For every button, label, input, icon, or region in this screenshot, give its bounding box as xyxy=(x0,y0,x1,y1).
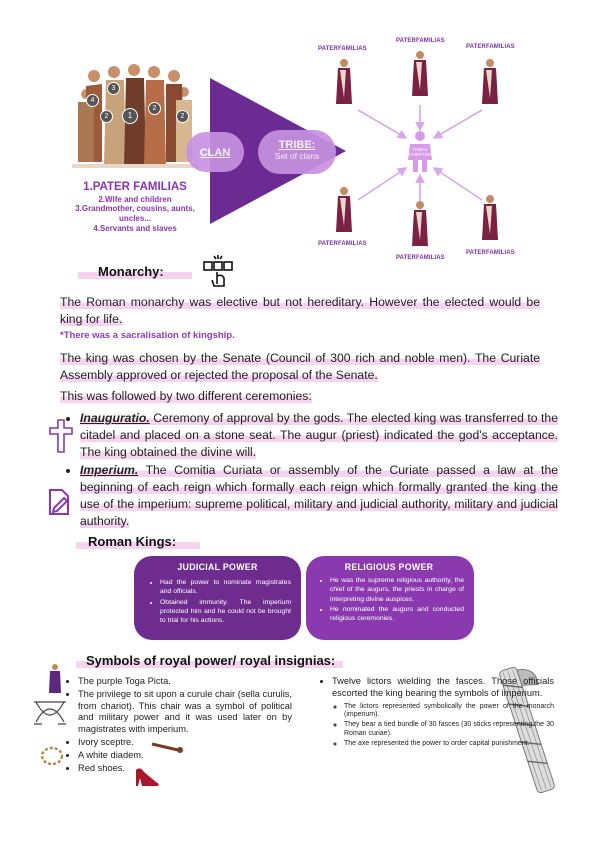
symbols-heading: Symbols of royal power/ royal insignias: xyxy=(76,653,344,668)
paterfamilias-figure-icon xyxy=(410,50,430,105)
monarchy-paragraph-3: This was followed by two different cerem… xyxy=(60,388,540,405)
family-badge: 3 xyxy=(107,82,120,95)
paterfamilias-label: PATERFAMILIAS xyxy=(318,46,367,52)
judicial-power-item: Had the power to nominate magistrates an… xyxy=(160,578,291,597)
paterfamilias-label: PATERFAMILIAS xyxy=(318,241,367,247)
paterfamilias-figure-icon xyxy=(480,194,500,249)
monarchy-p2-text: The king was chosen by the Senate (Counc… xyxy=(60,351,540,382)
lictors-item: Twelve lictors wielding the fasces. Thos… xyxy=(332,676,554,749)
family-list: 1.PATER FAMILIAS 2.Wife and children 3.G… xyxy=(60,181,210,233)
family-list-item: 2.Wife and children xyxy=(98,195,172,204)
family-list-item: 4.Servants and slaves xyxy=(93,224,177,233)
curule-chair-icon xyxy=(30,692,70,728)
ceremony-term: Inauguratio. xyxy=(80,411,150,425)
vote-hand-icon xyxy=(202,254,234,288)
paterfamilias-label: PATERFAMILIAS xyxy=(466,250,515,256)
symbols-left-list: The purple Toga Picta. The privilege to … xyxy=(64,676,292,775)
paterfamilias-figure-icon xyxy=(410,200,430,255)
sceptre-icon xyxy=(150,740,184,754)
paterfamilias-label: PATERFAMILIAS xyxy=(466,44,515,50)
red-shoe-icon xyxy=(134,764,162,788)
religious-power-item: He was the supreme religious authority, … xyxy=(330,576,464,604)
religious-power-title: RELIGIOUS POWER xyxy=(344,562,434,572)
ceremony-item: Inauguratio. Ceremony of approval by the… xyxy=(80,410,558,461)
tribe-title: TRIBE: xyxy=(278,139,316,151)
lictors-sublist: The lictors represented symbolically the… xyxy=(332,703,554,749)
religious-power-box: RELIGIOUS POWER He was the supreme relig… xyxy=(306,556,474,640)
ceremony-list: Inauguratio. Ceremony of approval by the… xyxy=(62,410,558,531)
family-list-title: 1.PATER FAMILIAS xyxy=(83,181,187,193)
lictors-subitem: The lictors represented symbolically the… xyxy=(344,703,554,721)
ceremony-item: Imperium. The Comitia Curiata or assembl… xyxy=(80,462,558,530)
symbol-item: Red shoes. xyxy=(78,763,292,775)
monarchy-p1-text: The Roman monarchy was elective but not … xyxy=(60,295,540,326)
religious-power-item: He nominated the augurs and conducted re… xyxy=(330,605,464,624)
symbols-right-list: Twelve lictors wielding the fasces. Thos… xyxy=(318,676,554,750)
family-badge: 2 xyxy=(100,110,113,123)
monarchy-heading-text: Monarchy: xyxy=(98,264,164,279)
symbol-item: A white diadem. xyxy=(78,750,292,762)
paterfamilias-label: PATERFAMILIAS xyxy=(396,38,445,44)
family-badge: 1 xyxy=(122,108,138,124)
family-list-item: 3.Grandmother, cousins, aunts, uncles... xyxy=(75,204,195,223)
family-badge: 2 xyxy=(176,110,189,123)
document-pen-icon xyxy=(46,486,74,518)
family-badge: 4 xyxy=(86,94,99,107)
ceremony-term: Imperium. xyxy=(80,463,139,477)
family-badge: 2 xyxy=(148,102,161,115)
symbol-item: The privilege to sit upon a curule chair… xyxy=(78,689,292,736)
symbol-item: Ivory sceptre. xyxy=(78,737,292,749)
lictors-text: Twelve lictors wielding the fasces. Thos… xyxy=(332,676,554,698)
lictors-subitem: They bear a tied bundle of 30 fasces (30… xyxy=(344,721,554,739)
judicial-power-item: Obtained immunity. The imperium protecte… xyxy=(160,598,291,626)
chieftain-icon xyxy=(402,130,438,174)
judicial-power-box: JUDICIAL POWER Had the power to nominate… xyxy=(134,556,301,640)
paterfamilias-label: PATERFAMILIAS xyxy=(396,255,445,261)
diadem-icon xyxy=(38,744,66,768)
judicial-power-title: JUDICIAL POWER xyxy=(177,562,258,572)
clan-pill: CLAN xyxy=(186,132,244,172)
paterfamilias-figure-icon xyxy=(334,186,354,241)
ceremony-text: Ceremony of approval by the gods. The el… xyxy=(80,411,558,459)
roman-kings-heading-text: Roman Kings: xyxy=(88,534,177,549)
lictors-subitem: The axe represented the power to order c… xyxy=(344,740,554,749)
judicial-power-list: Had the power to nominate magistrates an… xyxy=(144,578,291,625)
symbol-item: The purple Toga Picta. xyxy=(78,676,292,688)
clan-label: CLAN xyxy=(199,147,231,159)
monarchy-heading: Monarchy: xyxy=(78,264,192,279)
fasces-icon xyxy=(492,660,562,800)
symbols-heading-text: Symbols of royal power/ royal insignias: xyxy=(86,653,336,668)
monarchy-p3-text: This was followed by two different cerem… xyxy=(60,389,312,403)
tribe-pill: TRIBE: Set of clans xyxy=(258,130,336,174)
tribe-subtitle: Set of clans xyxy=(274,151,320,161)
paterfamilias-figure-icon xyxy=(480,58,500,113)
monarchy-paragraph-1: The Roman monarchy was elective but not … xyxy=(60,294,540,328)
monarchy-note: *There was a sacralisation of kingship. xyxy=(60,330,235,341)
religious-power-list: He was the supreme religious authority, … xyxy=(314,576,464,623)
chieftain-label: TRIBAL CHIEFTAIN xyxy=(408,147,432,157)
roman-kings-heading: Roman Kings: xyxy=(76,534,201,549)
cross-icon xyxy=(48,418,74,454)
monarchy-paragraph-2: The king was chosen by the Senate (Counc… xyxy=(60,350,540,384)
toga-figure-icon xyxy=(48,664,62,694)
paterfamilias-figure-icon xyxy=(334,58,354,113)
ceremony-text: The Comitia Curiata or assembly of the C… xyxy=(80,463,558,528)
